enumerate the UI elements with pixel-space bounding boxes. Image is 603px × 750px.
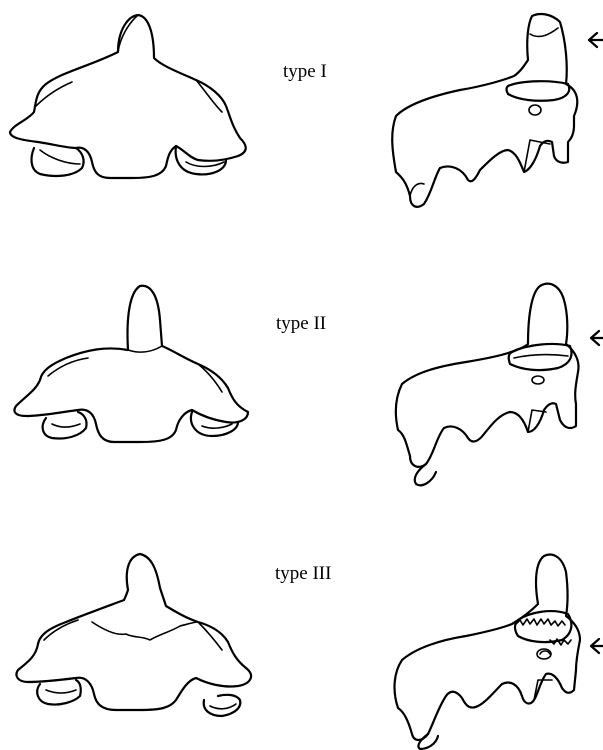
type-1-left-process — [32, 148, 84, 176]
type-3-left-process-inner — [46, 690, 76, 693]
type-1-lateral-ring — [507, 81, 570, 101]
type-2-left-facet — [48, 358, 88, 376]
type-3-lateral-fracture — [516, 619, 565, 626]
type-3-frontal-outline — [16, 554, 251, 710]
type-1-lateral-foramen — [529, 105, 541, 115]
type-2-lateral-view — [396, 284, 603, 486]
type-1-left-facet — [36, 82, 72, 106]
type-3-lateral-tail — [418, 734, 438, 749]
type-2-frontal-outline — [14, 286, 248, 442]
type-2-left-process — [43, 412, 87, 439]
type-1-arrow-icon — [589, 33, 603, 47]
type-1-lateral-dens-line — [530, 28, 558, 36]
type-3-lateral-outline — [395, 555, 580, 740]
type-2-dens-base — [128, 346, 162, 352]
type-2-lateral-band — [514, 355, 568, 358]
type-3-right-process-inner — [210, 704, 236, 709]
type-1-left-process-inner — [40, 150, 80, 164]
type-2-right-process-inner — [202, 424, 232, 428]
type-2-arrow-icon — [591, 331, 603, 345]
type-2-label: type II — [276, 313, 326, 335]
type-3-lateral-ring — [515, 611, 571, 642]
type-1-label: type I — [283, 61, 327, 83]
type-1-right-process-inner — [186, 162, 224, 167]
type-2-lateral-outline — [396, 284, 579, 467]
type-3-frontal-view — [16, 554, 251, 716]
type-3-lateral-view — [395, 555, 603, 749]
type-1-lateral-outline — [392, 14, 577, 207]
type-2-left-process-inner — [52, 424, 80, 427]
type-3-label: type III — [275, 563, 331, 585]
type-1-frontal-view — [10, 15, 246, 178]
type-2-frontal-view — [14, 286, 248, 442]
type-3-fracture-line — [92, 622, 198, 640]
type-3-lateral-foramen-inner — [540, 651, 550, 654]
type-1-lateral-tail — [410, 184, 424, 197]
type-3-arrow-icon — [591, 639, 603, 653]
type-2-lateral-foramen — [532, 376, 544, 384]
type-1-lateral-view — [392, 14, 603, 207]
